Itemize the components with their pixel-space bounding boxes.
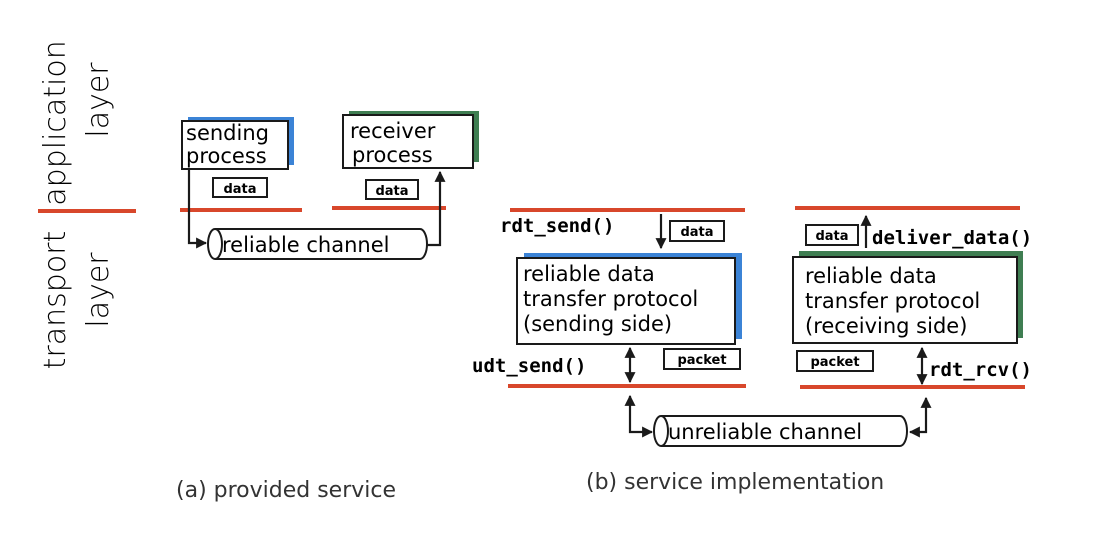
sending-process-label-line1: sending [186,121,269,145]
sender-to-channel-arrow [624,394,654,438]
transport-layer-label-line2: layer [81,252,116,328]
send-path-arrow [187,170,208,249]
receiver-data-tag: data [365,179,419,200]
svg-text:reliable data transfer: reliable data transfer protocol (sending… [523,262,705,336]
sending-protocol-line2: transfer protocol [523,287,698,311]
layer-labels: application layer transport layer [38,40,136,369]
sending-protocol-line1: reliable data [523,262,655,286]
svg-text:packet: packet [810,355,859,370]
sending-protocol-line3: (sending side) [523,312,672,336]
udt-send-label: udt_send() [472,355,586,377]
panel-b: rdt_send() data reliable data transfer p… [472,206,1032,495]
send-data-tag: data [669,220,725,242]
transport-layer-label-line1: transport [38,231,73,370]
sending-process-box: sending process [181,117,294,170]
rdt-send-label: rdt_send() [500,215,614,237]
send-packet-tag: packet [663,348,741,370]
receiver-process-label-line1: receiver [350,119,436,143]
svg-text:data: data [375,184,408,199]
panel-a: sending process receiver process data da… [176,111,479,503]
svg-text:reliable data transfer: reliable data transfer protocol (receivi… [805,264,987,338]
receiving-protocol-box: reliable data transfer protocol (receivi… [792,251,1023,344]
caption-a: (a) provided service [176,478,396,503]
deliver-path-arrow [427,170,446,247]
recv-data-tag: data [805,224,859,246]
application-layer-label-line2: layer [81,62,116,138]
receiving-protocol-line2: transfer protocol [805,289,980,313]
channel-to-receiver-arrow [908,396,932,438]
reliable-channel-pipe: reliable channel [207,228,428,260]
recv-packet-tag: packet [796,350,874,372]
svg-text:packet: packet [677,353,726,368]
svg-text:data: data [815,229,848,244]
caption-b: (b) service implementation [586,470,884,495]
unreliable-channel-pipe: unreliable channel [653,415,908,447]
rdt-rcv-label: rdt_rcv() [929,359,1032,381]
svg-text:receiver process: receiver process [350,119,442,167]
deliver-data-label: deliver_data() [872,227,1032,249]
unreliable-channel-label: unreliable channel [668,420,862,444]
sending-protocol-box: reliable data transfer protocol (sending… [516,253,742,345]
sender-data-tag: data [212,177,268,198]
svg-text:data: data [680,225,713,240]
svg-text:sending process: sending process [186,121,276,168]
receiving-protocol-line3: (receiving side) [805,314,967,338]
receiver-process-label-line2: process [352,143,433,167]
reliable-channel-label: reliable channel [222,233,390,257]
svg-text:data: data [223,182,256,197]
receiver-process-box: receiver process [342,111,479,169]
receiving-protocol-line1: reliable data [805,264,937,288]
application-layer-label-line1: application [38,40,73,205]
sending-process-label-line2: process [186,144,267,168]
